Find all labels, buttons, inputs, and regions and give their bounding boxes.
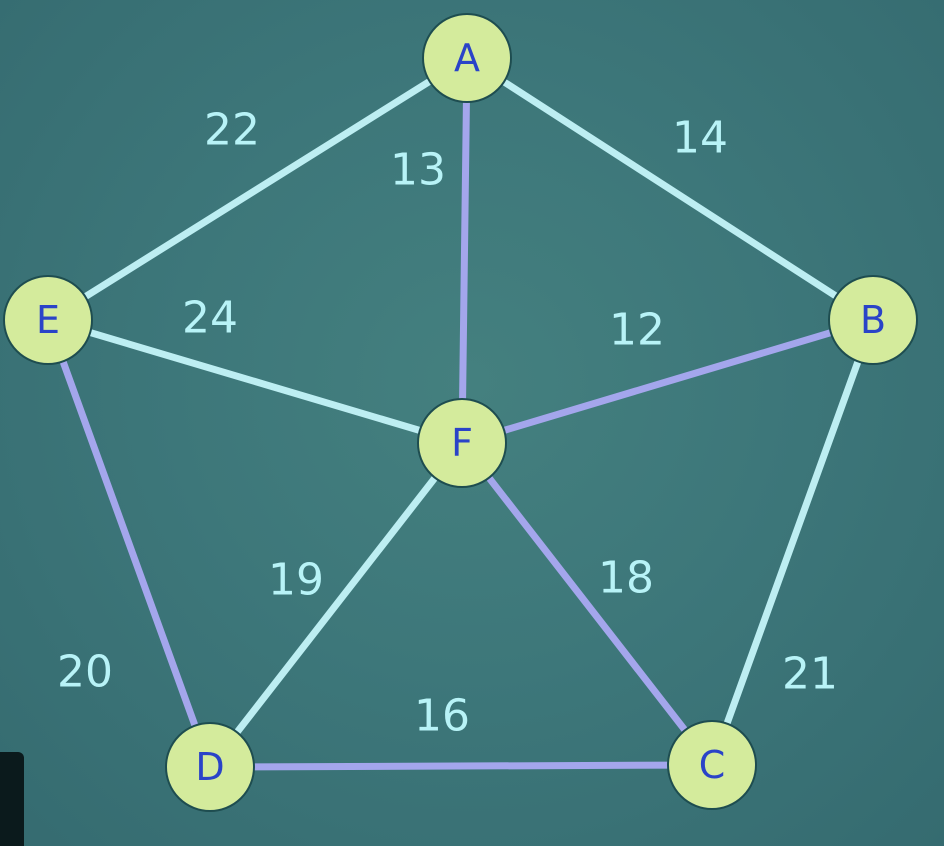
node-circle-f	[417, 398, 507, 488]
edge-a-b	[463, 54, 877, 324]
nodes-layer: A B C D E F	[3, 13, 918, 812]
edge-a-e	[44, 54, 471, 324]
edge-f-c	[458, 439, 716, 769]
node-b: B	[828, 275, 918, 365]
edge-e-d	[44, 316, 214, 771]
edge-weight-a-f: 13	[390, 145, 446, 196]
node-label-e: E	[36, 298, 60, 342]
edge-e-f	[44, 316, 466, 447]
edge-f-b	[458, 316, 877, 447]
node-e: E	[3, 275, 93, 365]
edge-weight-d-c: 16	[414, 691, 470, 742]
edges-layer	[44, 54, 877, 771]
node-c: C	[667, 720, 757, 810]
edge-weight-a-e: 22	[204, 105, 260, 156]
node-label-c: C	[699, 743, 726, 787]
edge-weight-a-b: 14	[672, 113, 728, 164]
edge-weight-b-c: 21	[782, 649, 838, 700]
node-circle-c	[667, 720, 757, 810]
node-circle-e	[3, 275, 93, 365]
node-label-f: F	[451, 421, 473, 465]
node-circle-b	[828, 275, 918, 365]
node-circle-d	[165, 722, 255, 812]
node-a: A	[422, 13, 512, 103]
edge-weight-f-b: 12	[609, 305, 665, 356]
corner-tab	[0, 752, 24, 846]
node-label-a: A	[454, 36, 480, 80]
edge-weight-e-f: 24	[182, 293, 238, 344]
edge-f-d	[206, 439, 466, 771]
edge-weight-f-d: 19	[268, 555, 324, 606]
node-label-d: D	[195, 745, 224, 789]
edge-b-c	[708, 316, 877, 769]
edge-weight-e-d: 20	[57, 647, 113, 698]
edge-d-c	[206, 761, 716, 771]
node-f: F	[417, 398, 507, 488]
node-circle-a	[422, 13, 512, 103]
node-label-b: B	[860, 298, 886, 342]
edge-a-f	[458, 54, 471, 447]
node-d: D	[165, 722, 255, 812]
weights-layer: 22 13 14 24 12 20 19 18 21 16	[57, 105, 838, 742]
edge-weight-f-c: 18	[598, 553, 654, 604]
